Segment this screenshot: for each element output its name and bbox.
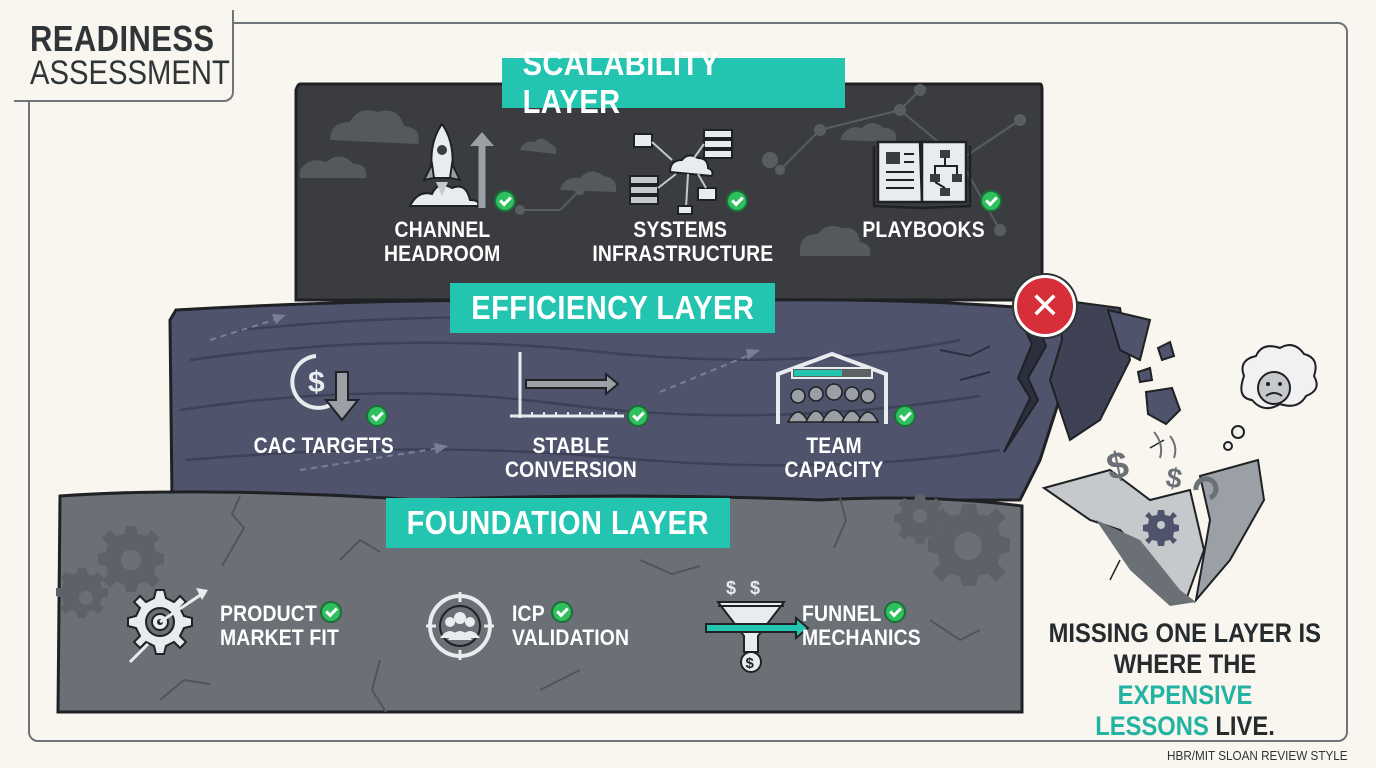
collapse-pit-illustration: $ $ — [1041, 344, 1318, 606]
stable-conversion-check-icon — [627, 405, 649, 427]
flat-line-chart-icon — [510, 352, 624, 418]
scalability-layer-label: SCALABILITY LAYER — [502, 45, 845, 120]
playbooks-label: PLAYBOOKS — [862, 217, 986, 242]
gear-target-icon — [127, 588, 208, 664]
team-icon — [776, 351, 888, 424]
svg-text:$: $ — [750, 578, 760, 598]
outer-frame — [28, 22, 1348, 742]
foundation-layer-block: $ $ $ — [56, 490, 1024, 714]
scalability-layer-block — [294, 82, 1044, 302]
channel-headroom-check-icon — [494, 190, 516, 212]
foundation-layer-label: FOUNDATION LAYER — [386, 498, 730, 548]
playbooks-check-icon — [980, 190, 1002, 212]
x-mark-icon: ✕ — [1014, 275, 1076, 337]
cac-targets-label: CAC TARGETS — [253, 433, 395, 458]
icp-validation-check-icon — [551, 601, 573, 623]
svg-text:$: $ — [308, 366, 325, 399]
page-title: READINESS — [30, 18, 215, 59]
funnel-mechanics-check-icon — [884, 601, 906, 623]
team-capacity-label: TEAM CAPACITY — [784, 433, 884, 482]
title-box — [14, 10, 234, 102]
team-capacity-check-icon — [894, 405, 916, 427]
cac-targets-check-icon — [366, 405, 388, 427]
efficiency-layer-label: EFFICIENCY LAYER — [450, 283, 775, 333]
rocket-icon — [408, 122, 494, 208]
footer-credit: HBR/MIT SLOAN REVIEW STYLE — [1167, 748, 1348, 763]
audience-target-icon — [426, 592, 494, 660]
systems-infrastructure-check-icon — [726, 190, 748, 212]
svg-text:$: $ — [1164, 462, 1185, 495]
efficiency-layer-block: $ — [168, 298, 1182, 502]
funnel-icon: $ $ $ — [705, 578, 810, 673]
svg-text:$: $ — [746, 655, 755, 672]
stable-conversion-label: STABLE CONVERSION — [505, 433, 637, 482]
caption-text: MISSING ONE LAYER IS WHERE THE EXPENSIVE… — [1048, 618, 1322, 741]
network-icon — [629, 129, 733, 215]
dollar-down-icon: $ — [290, 354, 361, 422]
product-market-fit-check-icon — [320, 601, 342, 623]
book-icon — [872, 140, 972, 210]
svg-text:$: $ — [726, 578, 736, 598]
page-subtitle: ASSESSMENT — [30, 54, 230, 92]
